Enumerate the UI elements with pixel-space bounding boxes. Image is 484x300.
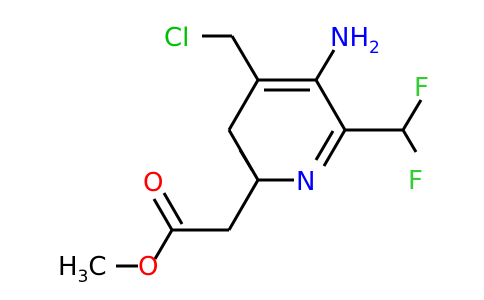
fluorine-top-label: F	[414, 73, 429, 103]
bond-c6-c5-inner	[238, 149, 254, 171]
fluorine-bottom-label: F	[408, 166, 423, 196]
methyl-label: H3C	[58, 252, 107, 287]
bond-chf2-f-top	[401, 99, 423, 131]
bond-c4-ch2	[230, 35, 260, 81]
bond-c-o-double-b	[162, 192, 184, 225]
bond-c-o-ester	[153, 229, 174, 260]
ester-oxygen-label: O	[138, 252, 158, 282]
bond-chf2-f-bottom	[401, 129, 418, 153]
bond-c-o-double-a	[152, 198, 174, 231]
carbonyl-oxygen-label: O	[143, 168, 163, 198]
bond-c2-n1	[322, 129, 347, 167]
ring-nitrogen-label: N	[296, 167, 315, 197]
bond-c2-n1-inner	[314, 130, 335, 161]
chlorine-label: Cl	[164, 23, 189, 53]
bond-c5-c4	[227, 79, 260, 131]
bond-c3-c2	[314, 79, 347, 131]
bond-c6-ch2	[227, 179, 260, 231]
bond-c3-nh2	[314, 49, 336, 81]
amino-label: NH2	[330, 23, 380, 58]
